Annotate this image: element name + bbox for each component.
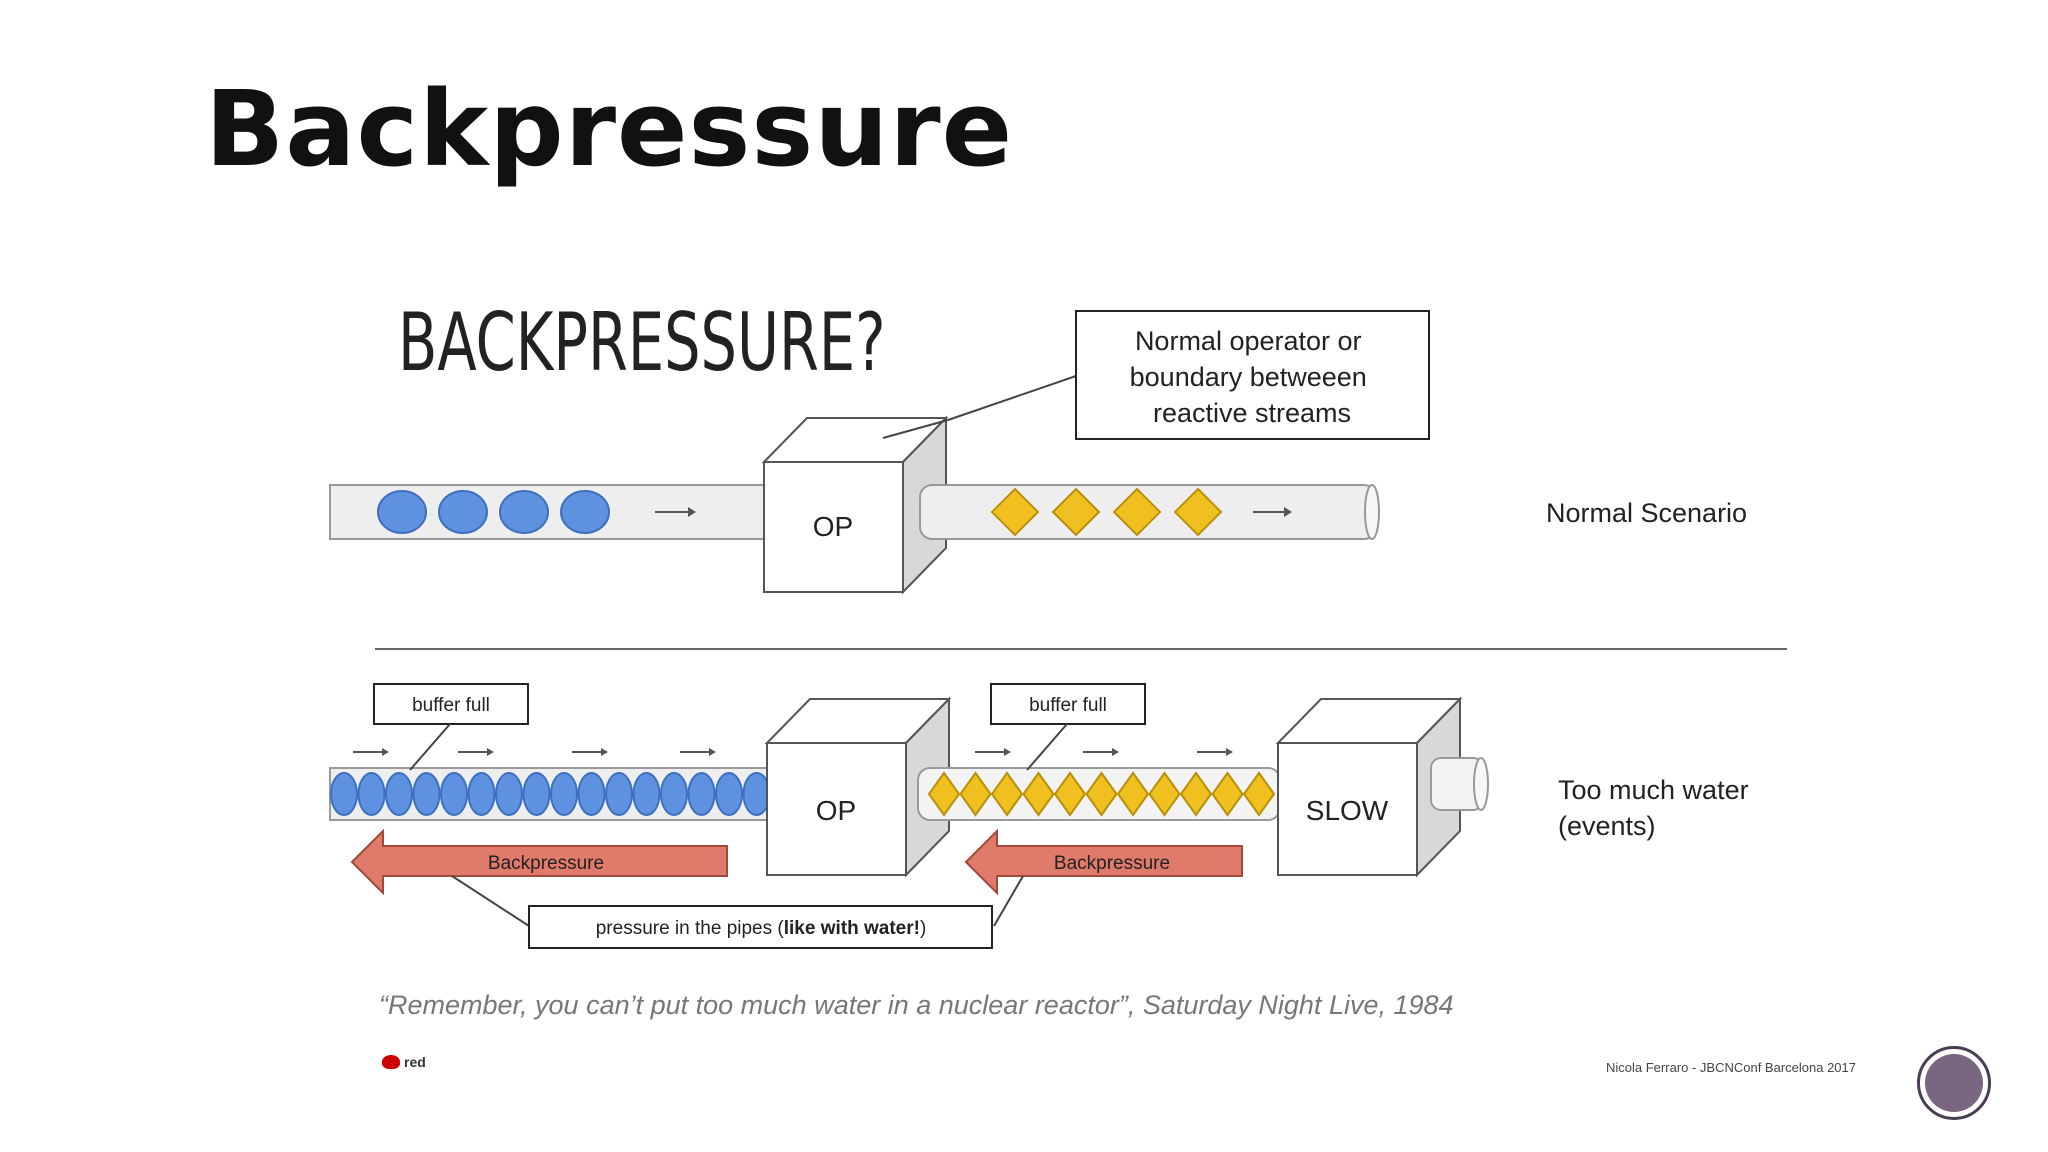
yellow-event [990, 771, 1024, 817]
blue-event [550, 772, 578, 816]
blue-event [385, 772, 413, 816]
buffer-leader-left [409, 723, 451, 771]
blue-event [522, 772, 551, 816]
slide-title: Backpressure [205, 68, 1014, 190]
right-arrow-icon [572, 748, 608, 756]
quote: “Remember, you can’t put too much water … [379, 990, 1454, 1020]
blue-event [560, 490, 610, 534]
yellow-event [927, 771, 961, 817]
blue-event [330, 772, 358, 816]
backpressure-arrow-middle: Backpressure [964, 828, 1243, 896]
callout-text: Normal operator or boundary betweeen rea… [1130, 326, 1375, 428]
blue-event [660, 772, 688, 816]
slide-nav-inner [1925, 1054, 1983, 1112]
right-arrow-icon [680, 748, 716, 756]
footer-credit: Nicola Ferraro - JBCNConf Barcelona 2017 [1606, 1060, 1856, 1075]
backpressure-label-middle: Backpressure [1054, 853, 1170, 874]
pressure-note-suffix: ) [920, 918, 926, 939]
diagram-heading: BACKPRESSURE? [398, 296, 886, 389]
blue-event [687, 772, 716, 816]
buffer-full-label-left: buffer full [412, 695, 490, 716]
buffer-full-box-middle [990, 683, 1146, 725]
buffer-full-box-left [373, 683, 529, 725]
blue-events-buffer [330, 772, 771, 816]
too-much-water-label: Too much water (events) [1558, 775, 1756, 841]
blue-event [438, 490, 488, 534]
callout-line: boundary betweeen [1130, 362, 1367, 392]
backpressure-arrow-left: Backpressure [350, 828, 728, 896]
yellow-event [1085, 771, 1118, 817]
pressure-leader-left [451, 875, 530, 927]
op-cube-normal: OP [761, 415, 949, 595]
blue-event [495, 772, 523, 816]
yellow-event [1148, 771, 1181, 817]
blue-event [357, 772, 386, 816]
callout-leader [947, 375, 1077, 421]
yellow-event [990, 487, 1040, 537]
callout-line: Normal operator or [1135, 326, 1362, 356]
too-much-line: Too much water [1558, 775, 1749, 805]
pressure-leader-right [993, 875, 1024, 927]
right-arrow-icon [1197, 748, 1233, 756]
op-label: OP [813, 511, 853, 542]
normal-scenario-label: Normal Scenario [1546, 498, 1747, 528]
pressure-note-box [528, 905, 993, 949]
blue-event [377, 490, 427, 534]
blue-event [440, 772, 468, 816]
pressure-note-prefix: pressure in the pipes ( [596, 918, 785, 939]
redhat-logo-icon [382, 1055, 400, 1069]
right-arrow-icon [1083, 748, 1119, 756]
yellow-event [1051, 487, 1101, 537]
callout-line: reactive streams [1153, 398, 1351, 428]
blue-event [577, 772, 606, 816]
callout-box [1075, 310, 1430, 440]
right-arrow-icon [975, 748, 1011, 756]
footer-logo-text: red [404, 1054, 426, 1070]
blue-event [467, 772, 496, 816]
yellow-event [1112, 487, 1162, 537]
too-much-line: (events) [1558, 811, 1656, 841]
yellow-event [1116, 771, 1150, 817]
slide-nav-circle-icon[interactable] [1917, 1046, 1991, 1120]
yellow-event [1053, 771, 1087, 817]
blue-event [715, 772, 743, 816]
yellow-events-normal [990, 487, 1223, 537]
blue-events-normal [377, 490, 610, 534]
yellow-event [1179, 771, 1213, 817]
yellow-event [1173, 487, 1223, 537]
blue-event [632, 772, 661, 816]
buffer-leader-middle [1026, 723, 1068, 771]
buffer-full-label-middle: buffer full [1029, 695, 1107, 716]
yellow-event [1022, 771, 1055, 817]
yellow-event [1211, 771, 1244, 817]
blue-event [742, 772, 771, 816]
pressure-note: pressure in the pipes (like with water!) [596, 918, 927, 939]
yellow-event [959, 771, 992, 817]
right-arrow-icon [1253, 507, 1292, 517]
output-stub-end [1473, 757, 1489, 811]
backpressure-label-left: Backpressure [488, 853, 604, 874]
right-arrow-icon [353, 748, 389, 756]
op-label: OP [816, 795, 856, 826]
right-arrow-icon [458, 748, 494, 756]
blue-event [499, 490, 549, 534]
yellow-event [1242, 771, 1276, 817]
footer-logo: red [382, 1054, 426, 1070]
flow-arrows-left [353, 748, 716, 756]
yellow-events-buffer [927, 771, 1276, 817]
slow-label: SLOW [1306, 795, 1389, 826]
pressure-note-bold: like with water! [784, 918, 920, 939]
op-cube-full: OP [764, 696, 952, 878]
flow-arrows-middle [975, 748, 1233, 756]
blue-event [605, 772, 633, 816]
blue-event [412, 772, 441, 816]
pipe-end [1364, 484, 1380, 540]
callout-leader [882, 419, 949, 439]
right-arrow-icon [655, 507, 696, 517]
